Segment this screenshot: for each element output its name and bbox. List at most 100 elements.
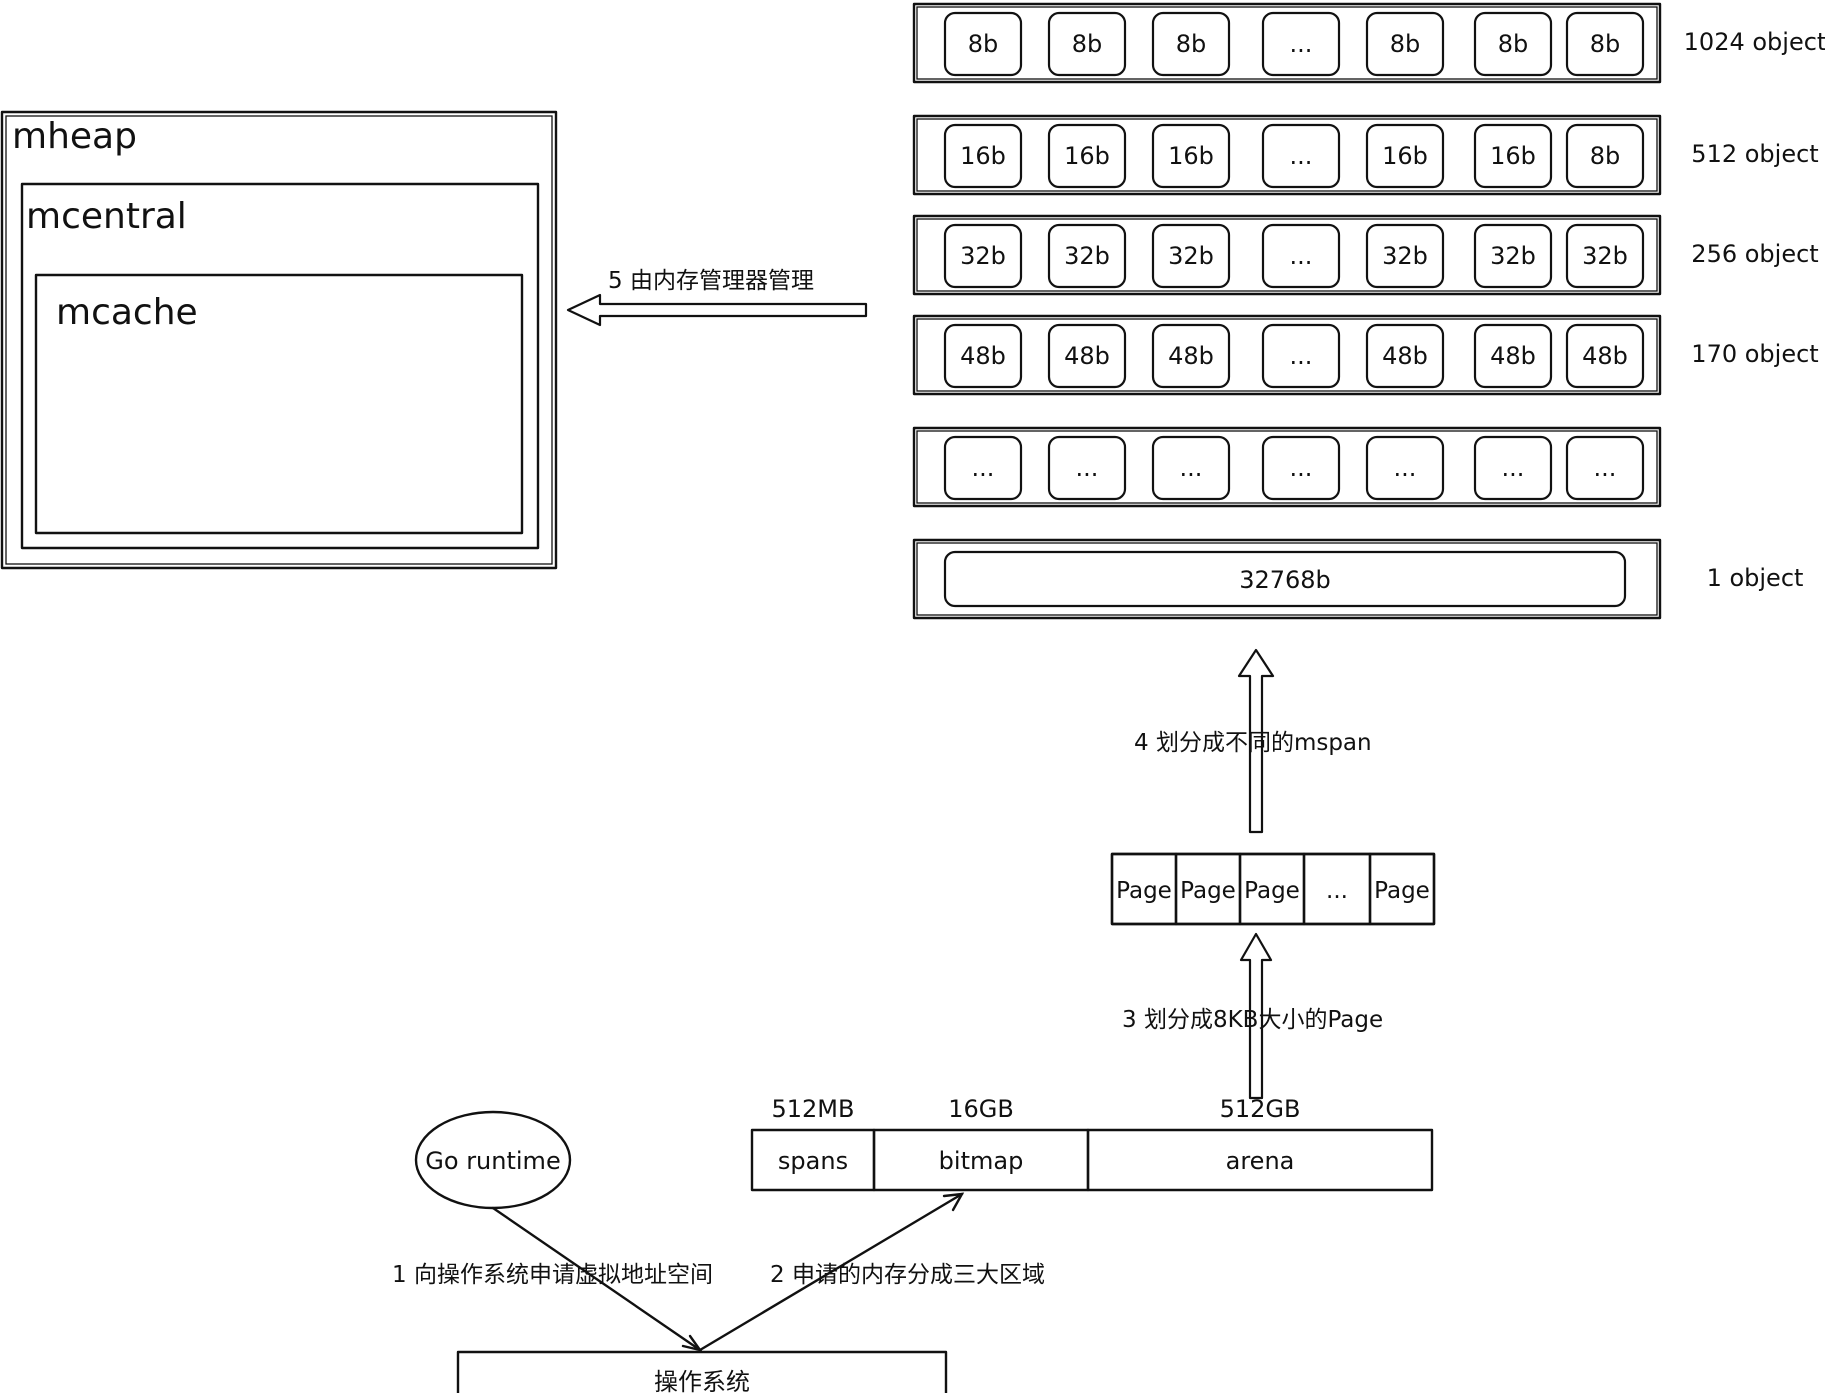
span-object-label: 32768b: [1239, 566, 1331, 594]
span-object-label: 8b: [1390, 30, 1421, 58]
span-object-cell: [1365, 123, 1445, 189]
span-object-label: 32b: [1064, 242, 1110, 270]
span-object-label: 32b: [1582, 242, 1628, 270]
span-object-cell: [1473, 223, 1553, 289]
object-count-label: 512 object: [1691, 140, 1818, 168]
span-object-label: ...: [1290, 30, 1313, 58]
span-object-cell: [1365, 435, 1445, 501]
span-object-cell: [943, 550, 1627, 608]
object-count-label: 1 object: [1707, 564, 1804, 592]
span-object-cell: [1047, 435, 1127, 501]
mheap-box-inner: [5, 115, 553, 565]
span-row-frame-inner: [916, 6, 1658, 80]
span-object-label: 8b: [1498, 30, 1529, 58]
step2-arrowhead-icon: [942, 1192, 965, 1212]
span-object-cell: [1151, 11, 1231, 77]
left-arrow-icon: [566, 293, 868, 327]
span-object-label: 48b: [1382, 342, 1428, 370]
span-object-cell: [1565, 123, 1645, 189]
span-object-label: ...: [972, 454, 995, 482]
region-size-label: 512GB: [1220, 1095, 1301, 1123]
span-object-cell: [1565, 11, 1645, 77]
span-object-label: 16b: [1490, 142, 1536, 170]
go-runtime-group: Go runtime: [414, 1110, 572, 1210]
span-object-label: ...: [1502, 454, 1525, 482]
span-object-label: 32b: [1382, 242, 1428, 270]
object-count-label: 170 object: [1691, 340, 1818, 368]
span-row-frame: [912, 426, 1662, 508]
span-object-label: 8b: [1590, 30, 1621, 58]
go-runtime-label: Go runtime: [425, 1147, 560, 1175]
span-object-label: 48b: [1582, 342, 1628, 370]
span-object-label: 32b: [960, 242, 1006, 270]
mheap-group: mheap mcentral mcache: [0, 110, 558, 570]
span-object-cell: [1151, 435, 1231, 501]
page-label: Page: [1244, 878, 1300, 904]
span-row-frame-inner: [916, 318, 1658, 392]
span-object-cell: [1365, 11, 1445, 77]
span-object-cell: [943, 223, 1023, 289]
span-object-label: 16b: [960, 142, 1006, 170]
span-object-cell: [1565, 223, 1645, 289]
span-object-cell: [1261, 323, 1341, 389]
span-object-cell: [943, 11, 1023, 77]
step2-line: [698, 1192, 964, 1352]
region-size-label: 512MB: [772, 1095, 855, 1123]
step1-line: [491, 1206, 702, 1352]
step1-label: 1 向操作系统申请虚拟地址空间: [392, 1262, 713, 1288]
span-object-label: ...: [1394, 454, 1417, 482]
step4-arrow-group: 4 划分成不同的mspan: [1134, 648, 1372, 834]
object-count-label: 1024 object: [1684, 28, 1825, 56]
up-arrow-icon: [1239, 932, 1273, 1100]
connectors: 1 向操作系统申请虚拟地址空间 2 申请的内存分成三大区域: [392, 1192, 1045, 1352]
region-name-label: arena: [1226, 1147, 1295, 1175]
step3-arrow-group: 3 划分成8KB大小的Page: [1122, 932, 1383, 1100]
span-object-label: 8b: [1590, 142, 1621, 170]
span-row-frame-inner: [916, 118, 1658, 192]
span-row: .....................: [912, 426, 1662, 508]
span-object-label: ...: [1290, 242, 1313, 270]
span-row-frame: [912, 114, 1662, 196]
page-label: Page: [1180, 878, 1236, 904]
span-object-cell: [1473, 323, 1553, 389]
span-object-label: ...: [1290, 454, 1313, 482]
span-object-label: 8b: [1072, 30, 1103, 58]
span-object-label: 48b: [960, 342, 1006, 370]
step5-label: 5 由内存管理器管理: [608, 268, 814, 294]
mcentral-box: [20, 182, 540, 550]
span-object-label: ...: [1180, 454, 1203, 482]
span-object-cell: [1261, 435, 1341, 501]
span-object-cell: [1365, 323, 1445, 389]
span-object-label: 48b: [1064, 342, 1110, 370]
span-object-label: 8b: [1176, 30, 1207, 58]
span-object-label: 48b: [1168, 342, 1214, 370]
os-label: 操作系统: [654, 1368, 750, 1393]
step4-label: 4 划分成不同的mspan: [1134, 730, 1372, 756]
span-row: 32768b 1 object: [912, 538, 1804, 620]
span-object-cell: [1047, 223, 1127, 289]
region-name-label: spans: [778, 1147, 848, 1175]
mheap-box: [0, 110, 558, 570]
span-object-cell: [1473, 11, 1553, 77]
span-object-label: ...: [1594, 454, 1617, 482]
os-box: [456, 1350, 948, 1393]
span-object-cell: [1473, 123, 1553, 189]
span-object-cell: [1365, 223, 1445, 289]
span-object-cell: [1047, 123, 1127, 189]
object-count-label: 256 object: [1691, 240, 1818, 268]
page-label: Page: [1116, 878, 1172, 904]
span-object-cell: [1047, 323, 1127, 389]
span-object-cell: [1151, 123, 1231, 189]
step5-arrow-group: 5 由内存管理器管理: [566, 268, 868, 327]
span-object-cell: [1151, 323, 1231, 389]
span-object-label: 16b: [1382, 142, 1428, 170]
span-object-label: 48b: [1490, 342, 1536, 370]
page-cell: [1368, 852, 1436, 926]
span-object-cell: [1565, 435, 1645, 501]
span-object-cell: [1261, 223, 1341, 289]
span-object-label: 32b: [1168, 242, 1214, 270]
